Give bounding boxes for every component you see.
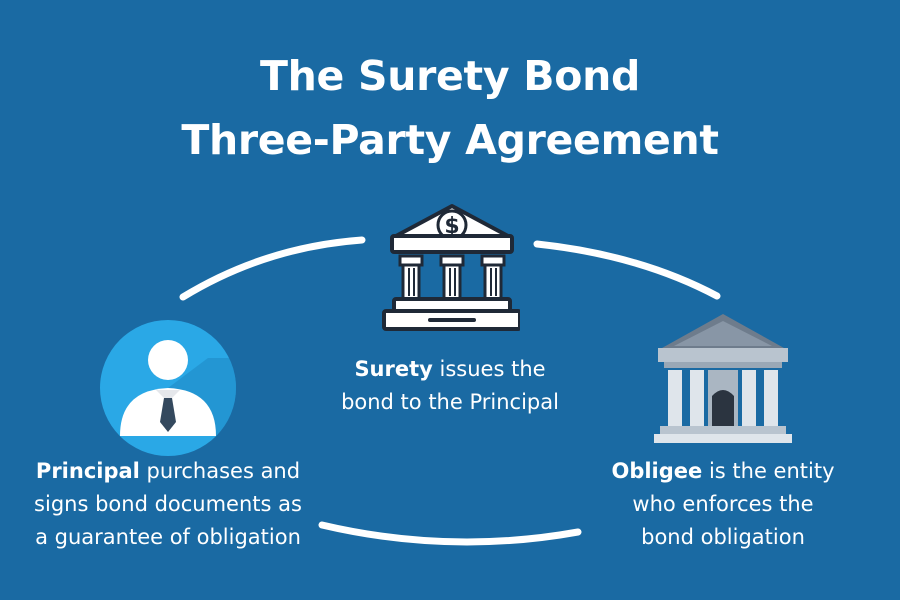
obligee-line1: is the entity xyxy=(702,459,835,483)
surety-name: Surety xyxy=(354,357,433,381)
principal-line2: signs bond documents as xyxy=(34,492,302,516)
title-line-1: The Surety Bond xyxy=(259,52,641,100)
title-line-2: Three-Party Agreement xyxy=(181,116,719,164)
obligee-caption: Obligee is the entity who enforces the b… xyxy=(578,455,868,554)
principal-line3: a guarantee of obligation xyxy=(35,525,301,549)
arc-surety-to-obligee xyxy=(533,240,721,300)
bank-dollar-icon: $ xyxy=(382,204,520,331)
government-building-icon xyxy=(654,314,792,443)
arc-principal-to-obligee xyxy=(318,521,582,546)
principal-caption: Principal purchases and signs bond docum… xyxy=(0,455,336,554)
arc-principal-to-surety xyxy=(179,236,366,301)
principal-line1: purchases and xyxy=(139,459,301,483)
surety-caption: Surety issues the bond to the Principal xyxy=(300,353,600,419)
svg-text:$: $ xyxy=(444,214,459,239)
surety-line2: bond to the Principal xyxy=(341,390,559,414)
principal-name: Principal xyxy=(35,459,140,483)
obligee-name: Obligee xyxy=(611,459,703,483)
surety-line1: issues the xyxy=(432,357,546,381)
obligee-line2: who enforces the xyxy=(632,492,814,516)
obligee-line3: bond obligation xyxy=(641,525,805,549)
person-tie-avatar-icon xyxy=(100,320,236,456)
